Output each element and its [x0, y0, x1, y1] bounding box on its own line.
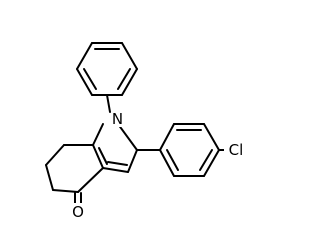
oxygen-label-group: O [70, 203, 85, 221]
nitrogen-label-group: N [111, 110, 124, 128]
chlorine-label-group: Cl [224, 141, 248, 159]
bond [159, 123, 175, 151]
bond [159, 149, 175, 177]
bond [76, 68, 93, 96]
bond [52, 189, 79, 193]
double-bond-inner [107, 161, 128, 166]
bond [92, 123, 104, 146]
n-phenyl-ring [76, 42, 138, 96]
double-bond-inner [199, 149, 213, 171]
double-bond-inner [166, 149, 179, 171]
bond [117, 123, 138, 151]
bond [45, 144, 65, 166]
chlorophenyl-ring [136, 123, 220, 177]
structure-canvas: N Cl O [45, 42, 248, 221]
double-bond-inner [117, 68, 131, 90]
oxygen-label: O [72, 203, 84, 221]
bond [127, 149, 138, 173]
bond [203, 149, 220, 177]
n-phenyl-bond [106, 94, 111, 113]
bond [102, 167, 129, 173]
cyclohexanone-ring [45, 144, 104, 193]
pyrrole-ring [92, 123, 138, 173]
double-bond-inner [83, 68, 97, 90]
bond [121, 68, 138, 96]
molecule-diagram: N Cl O [45, 42, 248, 221]
nitrogen-label: N [112, 110, 123, 128]
bond [121, 42, 138, 70]
bond [77, 167, 104, 193]
double-bond-inner [98, 147, 108, 165]
bond [92, 144, 104, 169]
bond [76, 42, 93, 70]
bond [203, 123, 220, 151]
chlorine-label: Cl [229, 141, 244, 159]
bond [45, 164, 54, 191]
